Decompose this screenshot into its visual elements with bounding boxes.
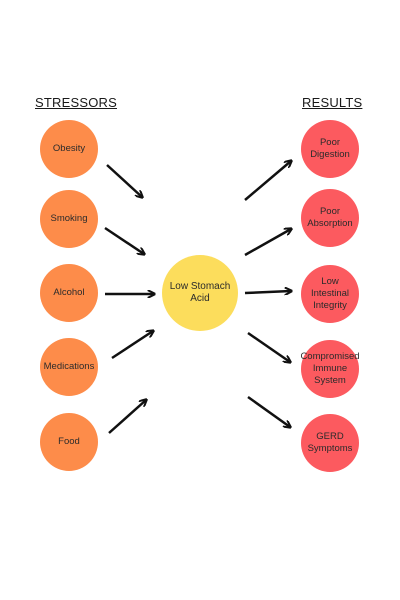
arrow-smoking — [104, 226, 144, 254]
center-low-stomach-acid: Low Stomach Acid — [162, 255, 238, 331]
result-compromised-immune-system: Compromised Immune System — [300, 340, 360, 398]
arrow-gerd-symptoms — [247, 395, 290, 427]
result-poor-absorption: Poor Absorption — [301, 189, 359, 247]
arrow-poor-digestion — [244, 161, 291, 201]
arrow-food — [108, 400, 146, 434]
results-heading: RESULTS — [302, 95, 363, 110]
stressor-obesity: Obesity — [40, 120, 98, 178]
stressors-heading: STRESSORS — [35, 95, 117, 110]
arrow-obesity — [106, 164, 142, 197]
stressor-smoking: Smoking — [40, 190, 98, 248]
stressor-food: Food — [40, 413, 98, 471]
result-poor-digestion: Poor Digestion — [301, 120, 359, 178]
stressor-alcohol: Alcohol — [40, 264, 98, 322]
arrow-poor-absorption — [244, 229, 291, 257]
stressor-medications: Medications — [40, 338, 98, 396]
result-gerd-symptoms: GERD Symptoms — [301, 414, 359, 472]
arrow-low-intestinal-integrity — [244, 291, 291, 293]
arrow-medications — [111, 331, 153, 360]
arrow-compromised-immune-system — [247, 331, 290, 362]
result-low-intestinal-integrity: Low Intestinal Integrity — [301, 265, 359, 323]
